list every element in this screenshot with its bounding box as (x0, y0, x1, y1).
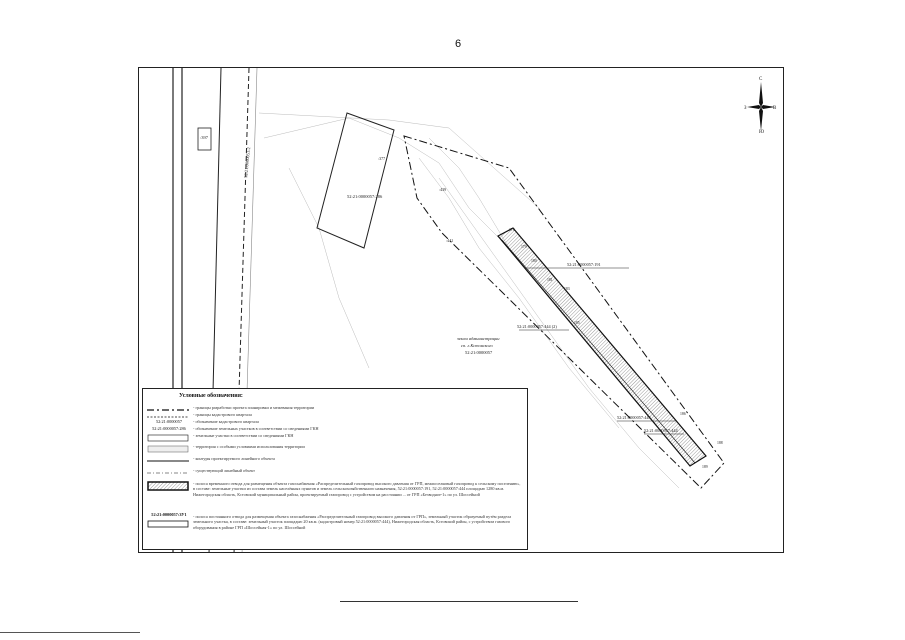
district-label-line2: сп. г.Кстовского (461, 343, 494, 348)
compass-west: З (744, 106, 747, 111)
map-frame[interactable]: :397 52:21:0000051:2 52:21:0000057:286 : (138, 67, 784, 553)
parcel-286-label: 52:21:0000057:286 (347, 194, 383, 199)
point-180: 180 (531, 259, 537, 263)
point-441: :441 (446, 238, 453, 243)
point-185: 185 (574, 321, 580, 325)
point-labels: :377 :439 :441 178 179 180 181 183 185 1… (378, 156, 723, 469)
point-439: :439 (439, 187, 446, 192)
parcel-444-a-label: 52:21:0000057:444 (617, 415, 652, 420)
legend-title: Условные обозначения: (179, 393, 243, 399)
compass-east: В (773, 106, 777, 111)
point-377: :377 (378, 156, 385, 161)
project-boundary (403, 135, 725, 489)
point-181: 181 (547, 278, 553, 282)
leader-lines (519, 267, 684, 435)
district-label-line1: земли администрации (456, 336, 500, 341)
point-186: 186 (680, 412, 686, 416)
map-canvas[interactable]: :397 52:21:0000051:2 52:21:0000057:286 : (139, 68, 784, 553)
parcel-444-2-label: 52:21:0000057:444 (2) (517, 324, 557, 329)
compass-south: Ю (759, 130, 764, 133)
compass-north: С (759, 77, 763, 82)
footer-rule (340, 601, 578, 602)
bottom-rule (0, 632, 140, 633)
planned-corridor-strip (497, 227, 707, 467)
compass-rose: С З В Ю (744, 73, 778, 133)
road-cadastral-label: 52:21:0000051:2 (243, 147, 251, 178)
point-178: 178 (509, 228, 515, 232)
page-number: 6 (455, 38, 462, 50)
point-183: 183 (564, 287, 570, 291)
point-179: 179 (521, 245, 527, 249)
pipeline-axis (501, 239, 696, 464)
compass-north-arrow-icon (759, 82, 763, 107)
road-boundary-dashed (233, 68, 250, 552)
parcel-286-outline (316, 112, 395, 249)
legend-box: Условные обозначения: - границы разработ… (142, 388, 528, 550)
parcel-444-b-label: 52:21:0000057:444 (644, 428, 679, 433)
point-188: 188 (717, 441, 723, 445)
district-label-line3: 52:21:0000057 (465, 350, 493, 355)
parcel-191-label: 52:21:0000057:191 (567, 262, 601, 267)
building-397 (197, 127, 212, 151)
point-label-397: :397 (200, 135, 209, 140)
point-189: 189 (702, 465, 708, 469)
